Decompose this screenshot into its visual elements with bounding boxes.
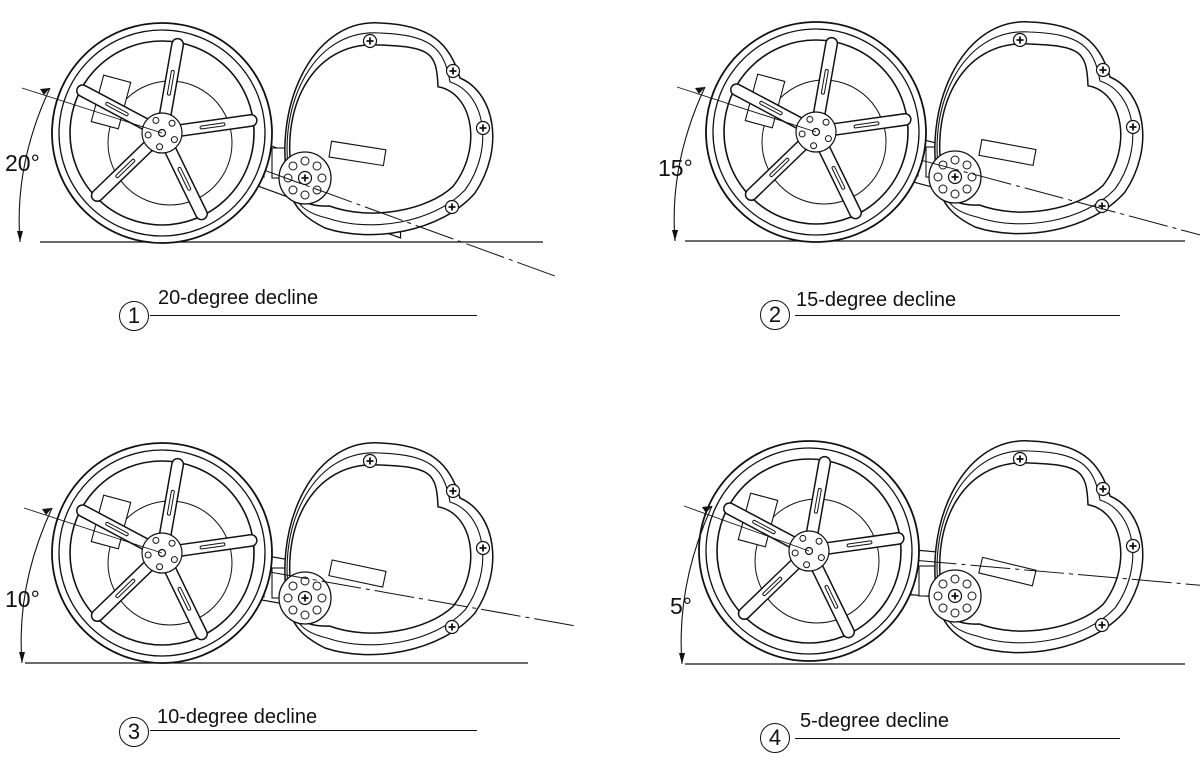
screw-icon (445, 63, 461, 79)
gear-hub (278, 571, 332, 625)
screw-icon (1095, 62, 1111, 78)
screw-icon (445, 483, 461, 499)
reference-line (676, 86, 817, 133)
decline-panel-1: 20° 1 20-degree decline (0, 0, 600, 385)
screw-icon (1095, 481, 1111, 497)
screw-icon (475, 120, 491, 136)
robot-drawing (672, 21, 1200, 243)
reference-line (683, 505, 810, 552)
sensor-board (978, 138, 1037, 166)
screw-icon (1012, 32, 1028, 48)
robot-drawing (17, 22, 557, 278)
arrowhead-icon (695, 87, 705, 94)
caption-text: 20-degree decline (158, 287, 319, 309)
rear-shell (284, 22, 494, 236)
sensor-board (328, 559, 387, 588)
angle-label: 10° (5, 586, 40, 612)
caption-number-badge: 4 (760, 723, 790, 753)
screw-icon (475, 540, 491, 556)
screw-icon (1125, 119, 1141, 135)
rear-shell (284, 442, 494, 656)
robot-drawing (19, 442, 576, 664)
robot-drawing (679, 440, 1200, 665)
screw-icon (297, 590, 313, 606)
arrowhead-icon (19, 652, 25, 663)
screw-icon (1125, 538, 1141, 554)
decline-panel-2: 15° 2 15-degree decline (600, 0, 1200, 385)
caption-text: 5-degree decline (800, 710, 949, 732)
rear-shell (934, 21, 1144, 235)
screw-icon (297, 170, 313, 186)
screw-icon (1094, 198, 1110, 214)
screw-icon (444, 199, 460, 215)
decline-panel-4: 5° 4 5-degree decline (600, 386, 1200, 771)
reference-line (21, 87, 163, 134)
arrowhead-icon (672, 230, 678, 241)
angle-dimension-arc (680, 505, 713, 665)
rear-shell (934, 440, 1144, 654)
caption-number-badge: 2 (760, 300, 790, 330)
caption-underline (795, 315, 1120, 316)
caption-number-badge: 1 (119, 301, 149, 331)
angle-dimension-arc (673, 86, 706, 242)
sensor-board (328, 140, 387, 167)
caption-text: 15-degree decline (796, 289, 957, 311)
screw-icon (1094, 617, 1110, 633)
arrowhead-icon (17, 231, 23, 242)
screw-icon (444, 619, 460, 635)
screw-icon (362, 453, 378, 469)
screw-icon (362, 33, 378, 49)
reference-line (23, 507, 163, 554)
front-wheel (698, 440, 920, 662)
angle-dimension-arc (18, 87, 51, 243)
angle-label: 5° (670, 593, 692, 619)
caption-underline (150, 315, 477, 316)
gear-hub (928, 150, 982, 204)
caption-text: 10-degree decline (157, 706, 318, 728)
screw-icon (947, 588, 963, 604)
arrowhead-icon (40, 88, 50, 95)
screw-icon (947, 169, 963, 185)
angle-label: 15° (658, 155, 693, 181)
gear-hub (928, 569, 982, 623)
arrowhead-icon (702, 506, 712, 513)
caption-number-badge: 3 (119, 717, 149, 747)
decline-panel-3: 10° 3 10-degree decline (0, 386, 600, 771)
caption-underline (795, 738, 1120, 739)
sensor-board (978, 556, 1037, 587)
screw-icon (1012, 451, 1028, 467)
arrowhead-icon (42, 508, 52, 515)
caption-underline (150, 730, 477, 731)
gear-hub (278, 151, 332, 205)
angle-dimension-arc (20, 507, 53, 664)
arrowhead-icon (679, 653, 685, 664)
angle-label: 20° (5, 150, 40, 176)
